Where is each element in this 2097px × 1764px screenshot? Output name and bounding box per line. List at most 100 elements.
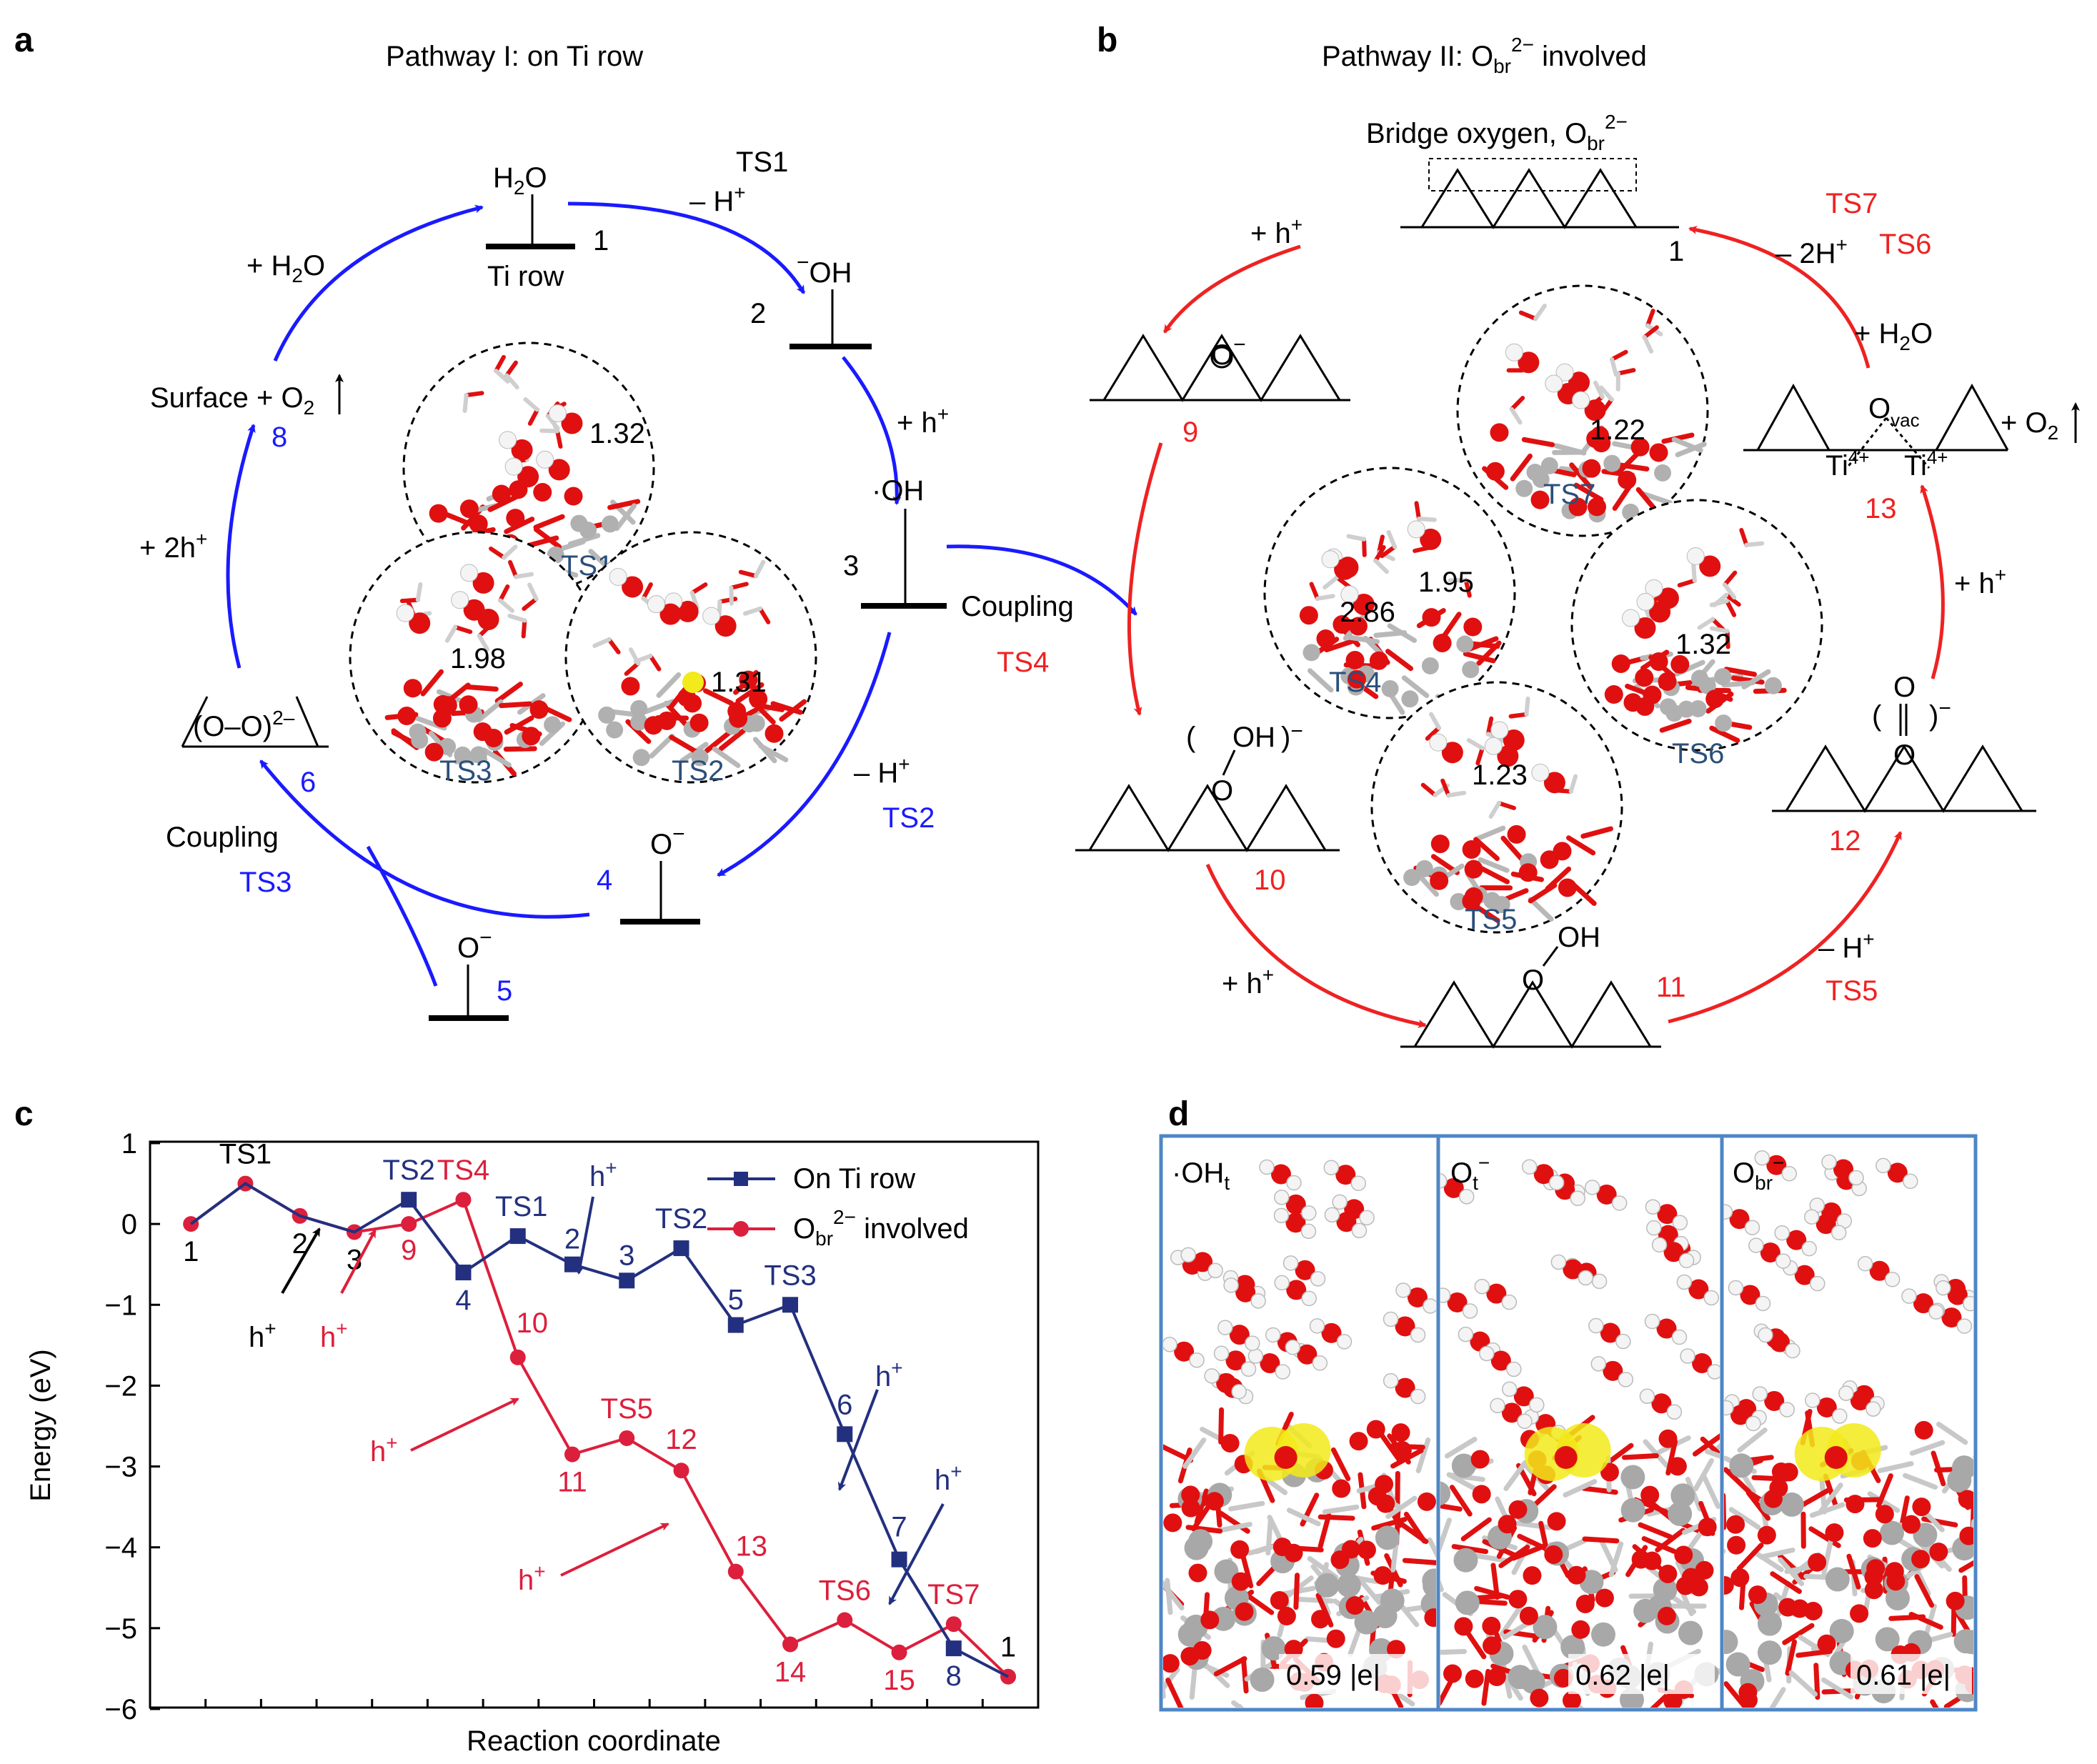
atom-o (1658, 1564, 1678, 1583)
slab-bond (1728, 1507, 1761, 1530)
atom-h (1928, 1304, 1944, 1320)
atom-ti (1875, 1627, 1900, 1652)
atom-o (1543, 772, 1565, 794)
atom-o (1726, 1515, 1745, 1534)
atom-o (429, 504, 448, 523)
bond (1385, 649, 1413, 672)
bond (1709, 725, 1740, 743)
data-label: 3 (347, 1244, 362, 1275)
slab-bond (1737, 1427, 1768, 1453)
series-line-1 (190, 1182, 1010, 1678)
atom-h (1830, 1225, 1847, 1240)
atom-o (1914, 1420, 1933, 1440)
atom-h (1666, 1404, 1683, 1420)
water-bond (1524, 696, 1530, 717)
atom-o (511, 439, 533, 461)
atom-o (1567, 1565, 1586, 1585)
water-bond (1429, 712, 1441, 730)
y-tick-label: −6 (104, 1694, 137, 1725)
snapshot-ts1: 1.32 TS1 (402, 342, 655, 594)
water-bond (641, 582, 653, 601)
atom-h (1459, 1189, 1475, 1205)
b-ts6: TS6 (1879, 229, 1931, 260)
svg-text:1.32: 1.32 (589, 418, 645, 449)
water-bond (527, 582, 539, 602)
water-bond (1485, 716, 1494, 737)
atom-o (561, 412, 583, 434)
atom-o (1285, 1194, 1306, 1215)
svg-text:h+: h+ (320, 1317, 348, 1353)
x-axis-label: Reaction coordinate (467, 1725, 721, 1757)
atom-h (1274, 1275, 1290, 1291)
atom-o (1443, 1177, 1464, 1198)
water-bond (1386, 530, 1398, 549)
atom-ti (1678, 700, 1695, 718)
atom-o (1220, 1433, 1240, 1452)
atom-h (1250, 1293, 1266, 1309)
state-5: O− 5 (429, 926, 512, 1021)
bond (533, 514, 565, 530)
slab-bond (1215, 1522, 1252, 1534)
atom-h (1458, 1326, 1474, 1342)
water-bond (1475, 746, 1485, 766)
bond (1307, 668, 1334, 693)
bond (1521, 437, 1555, 447)
atom-h (1801, 1240, 1817, 1257)
slab-bond (1473, 1553, 1510, 1564)
atom-ti (1659, 698, 1677, 716)
bond (643, 699, 676, 714)
atom-h (1312, 1355, 1328, 1371)
atom-o (564, 487, 583, 506)
water-bond (494, 354, 506, 374)
atom-h (1301, 1205, 1317, 1221)
slab-bond (1930, 1699, 1939, 1708)
atom-o (1547, 1512, 1566, 1531)
svg-text:6: 6 (300, 767, 316, 798)
atom-o (1740, 1285, 1760, 1305)
atom-o (1875, 1505, 1894, 1524)
atom-o (533, 482, 552, 502)
data-label: TS1 (219, 1139, 272, 1170)
legend: On Ti row Obr2− involved (707, 1163, 969, 1250)
svg-text:Ti4+: Ti4+ (1904, 447, 1948, 482)
point-ti-row (564, 1256, 580, 1272)
atom-ti (1533, 1615, 1558, 1640)
atom-o (1692, 1353, 1713, 1374)
atom-o (1766, 1155, 1787, 1175)
atom-o (1336, 1212, 1357, 1232)
point-ti-row (619, 1272, 635, 1289)
point-ti-row (782, 1297, 799, 1313)
water-bond (648, 654, 662, 672)
svg-text:Obr−: Obr− (1733, 1152, 1784, 1194)
bond (1675, 442, 1707, 457)
atom-h (1707, 1364, 1720, 1380)
atom-h (1591, 1273, 1608, 1290)
atom-o (1277, 1607, 1296, 1626)
data-label: 11 (557, 1467, 587, 1498)
panel-a-title: Pathway I: on Ti row (386, 41, 643, 72)
atom-o (492, 484, 511, 504)
atom-o (506, 509, 525, 528)
atom-o (1465, 1669, 1484, 1688)
atom-o (1181, 1498, 1200, 1518)
bond (1440, 612, 1462, 641)
atom-o (1420, 528, 1442, 550)
atom-ti (1879, 1520, 1904, 1545)
atom-o (1760, 1242, 1780, 1263)
atom-o (1316, 629, 1335, 649)
bond (1573, 482, 1604, 502)
bond (1671, 437, 1703, 453)
atom-o (1225, 1350, 1246, 1371)
atom-o (1727, 1535, 1746, 1555)
atom-o (1174, 1341, 1195, 1362)
bond (464, 684, 499, 692)
slab-bond (1823, 1473, 1839, 1510)
atom-h (1703, 1290, 1720, 1306)
atom-o (1850, 1390, 1871, 1411)
point-ti-row (945, 1640, 962, 1657)
atom-ti (1829, 1618, 1854, 1643)
atom-h (1247, 1348, 1264, 1364)
bond (420, 669, 444, 697)
svg-text:9: 9 (1182, 417, 1198, 448)
atom-o (548, 459, 570, 481)
